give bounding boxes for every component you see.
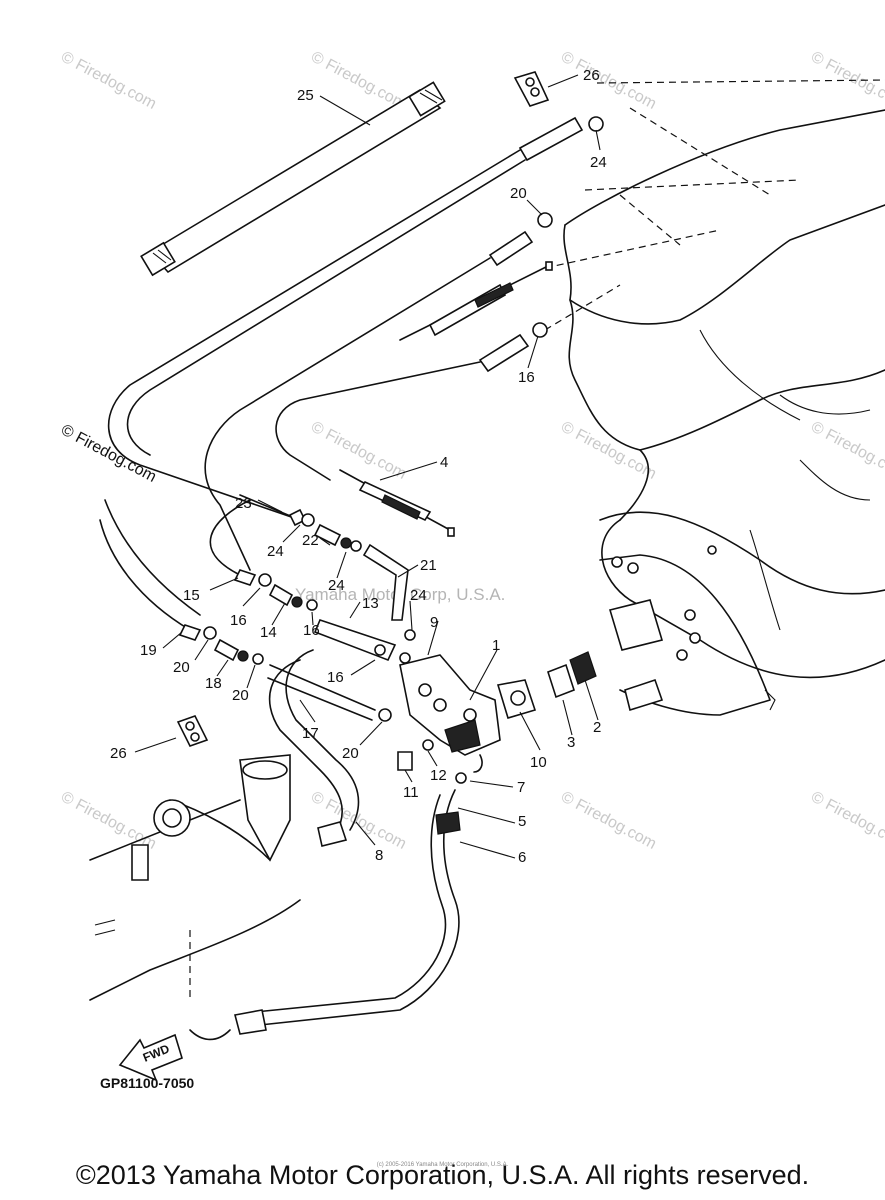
watermark-text: © Firedog.com <box>58 789 159 853</box>
callout-25: 25 <box>297 87 314 104</box>
callout-16-mid: 16 <box>303 622 320 639</box>
callout-19: 19 <box>140 642 157 659</box>
engine-block <box>544 79 885 716</box>
upper-clamps <box>532 116 604 338</box>
watermark-text: © Firedog.com <box>558 49 659 113</box>
callout-20-mid: 20 <box>232 687 249 704</box>
callout-22: 22 <box>302 532 319 549</box>
watermark-text: © Firedog.com <box>308 49 409 113</box>
watermark-text: © Firedog.com <box>308 419 409 483</box>
callout-16-low: 16 <box>327 669 344 686</box>
leader-lines <box>134 74 601 859</box>
callout-4: 4 <box>440 454 448 471</box>
callout-10: 10 <box>530 754 547 771</box>
callout-16-top: 16 <box>518 369 535 386</box>
callout-12: 12 <box>430 767 447 784</box>
pipe-25 <box>140 81 446 277</box>
watermark-text: © Firedog.com <box>558 419 659 483</box>
callout-20-top: 20 <box>510 185 527 202</box>
callout-5: 5 <box>518 813 526 830</box>
callout-24-mid: 24 <box>267 543 284 560</box>
callout-15: 15 <box>183 587 200 604</box>
callout-24-right: 24 <box>410 587 427 604</box>
callout-23: 23 <box>235 495 252 512</box>
drawing-code: GP81100-7050 <box>100 1075 195 1091</box>
callout-6: 6 <box>518 849 526 866</box>
fwd-arrow: FWD <box>118 1033 183 1082</box>
callout-18: 18 <box>205 675 222 692</box>
fittings-left <box>178 508 416 722</box>
hoses-upper <box>99 116 584 631</box>
callout-20-low: 20 <box>342 745 359 762</box>
callout-3: 3 <box>567 734 575 751</box>
watermark-text: © Firedog.com <box>808 789 885 853</box>
copyright-notice: ©2013 Yamaha Motor Corporation, U.S.A. A… <box>75 1160 810 1190</box>
callout-8: 8 <box>375 847 383 864</box>
callout-2: 2 <box>593 719 601 736</box>
lower-hoses <box>89 649 461 1041</box>
callout-1: 1 <box>492 637 500 654</box>
tiny-notice: (c) 2005-2016 Yamaha Motor Corporation, … <box>376 1162 509 1168</box>
watermark-text: © Firedog.com <box>558 789 659 853</box>
callout-17: 17 <box>302 725 319 742</box>
callout-16-left: 16 <box>230 612 247 629</box>
callout-7: 7 <box>517 779 525 796</box>
cable-4 <box>339 261 553 537</box>
callout-9: 9 <box>430 614 438 631</box>
pump-assembly <box>397 651 597 784</box>
callout-26-low: 26 <box>110 745 127 762</box>
callout-26-top: 26 <box>583 67 600 84</box>
watermark-text: © Firedog.com <box>58 49 159 113</box>
callout-20-left: 20 <box>173 659 190 676</box>
callout-24-top: 24 <box>590 154 607 171</box>
grommets <box>176 71 550 747</box>
callout-14: 14 <box>260 624 277 641</box>
callout-21: 21 <box>420 557 437 574</box>
callout-24-low: 24 <box>328 577 345 594</box>
callouts: 25 26 24 20 16 4 23 24 22 21 24 15 16 14… <box>110 67 607 866</box>
callout-13: 13 <box>362 595 379 612</box>
watermark-text: © Firedog.com <box>808 419 885 483</box>
callout-11: 11 <box>403 784 419 801</box>
